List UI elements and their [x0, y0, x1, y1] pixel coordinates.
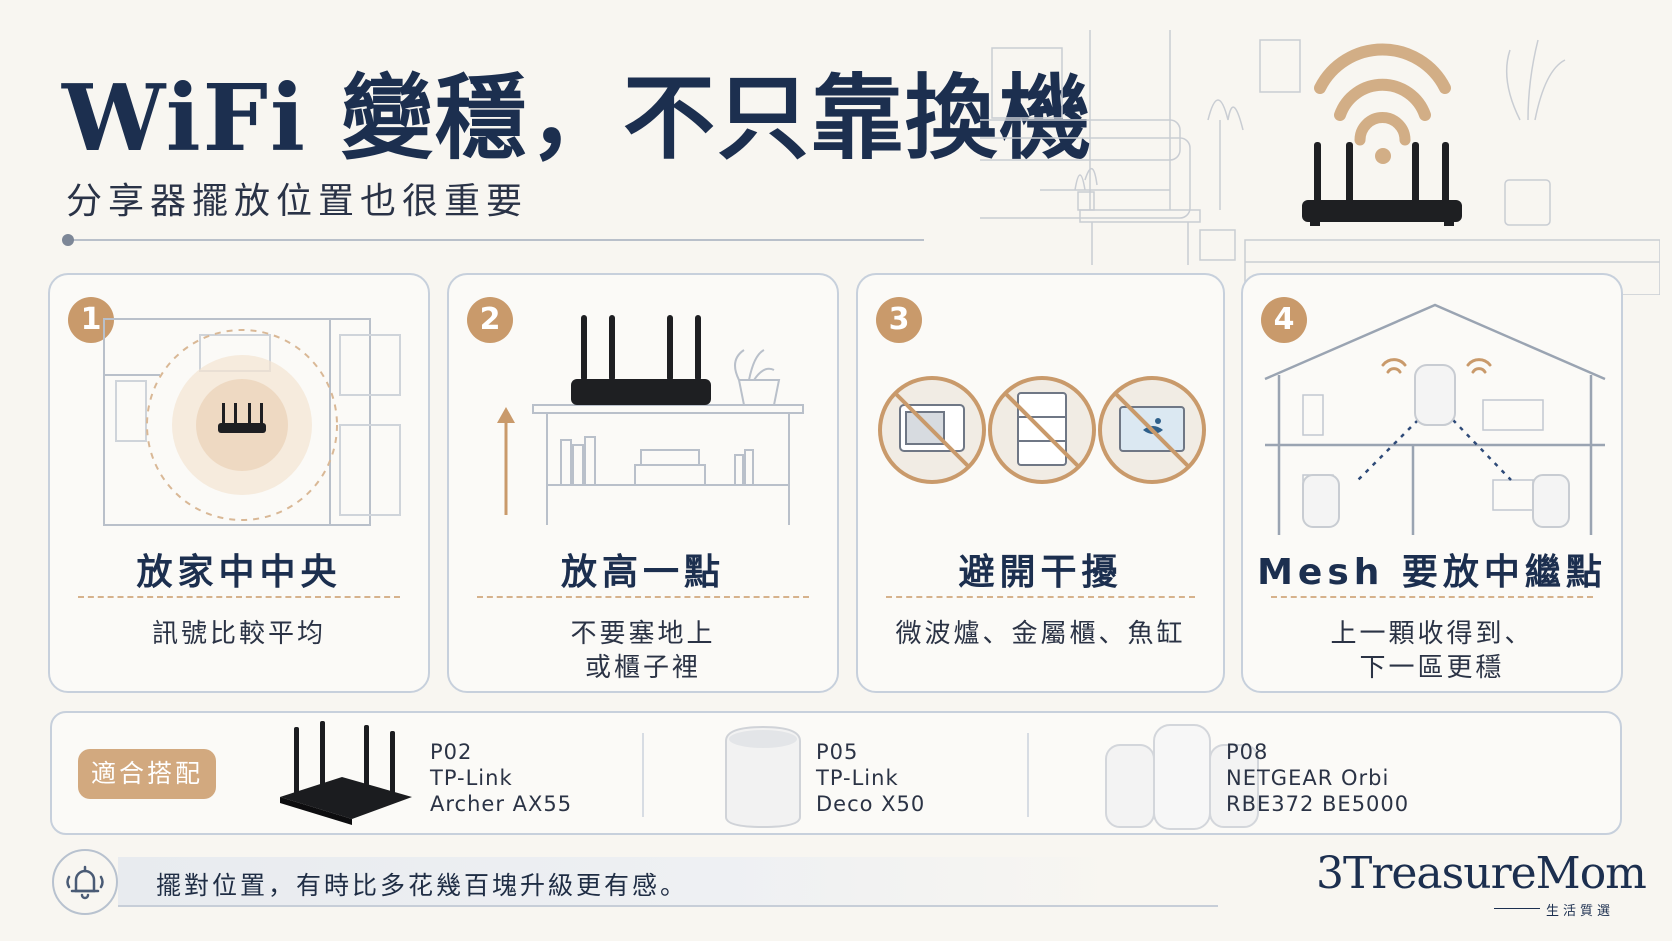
pairing-badge: 適合搭配 [78, 749, 216, 799]
card-description: 不要塞地上 或櫃子裡 [570, 619, 716, 683]
product-model: Archer AX55 [430, 792, 573, 816]
brand-logo: 3TreasureMom [1316, 848, 1647, 899]
product-info[interactable]: P05 TP-Link Deco X50 [816, 739, 925, 817]
product-code: P05 [816, 740, 859, 764]
product-code: P02 [430, 740, 473, 764]
mesh-house-illustration [1264, 303, 1606, 535]
step-number: 3 [876, 297, 922, 343]
floor-plan-illustration [103, 318, 401, 526]
product-model: RBE372 BE5000 [1226, 792, 1410, 816]
card-title: 放家中中央 [136, 552, 342, 593]
tip-card-interference: 3 避開干擾 微波爐、金屬櫃、魚缸 [856, 273, 1225, 693]
title-divider-dot [62, 234, 74, 246]
tip-underline [118, 905, 1218, 907]
shelf-router-illustration [497, 315, 804, 525]
tip-card-high: 2 放高一點 不要塞地上 或櫃子裡 [447, 273, 839, 693]
orbi-rbe372-system-image[interactable] [1102, 721, 1262, 833]
recommended-products: 適合搭配 P02 TP-Link Archer AX55 P05 TP-Link… [50, 711, 1622, 835]
brand-tagline: 生活質選 [1546, 904, 1615, 919]
product-info[interactable]: P08 NETGEAR Orbi RBE372 BE5000 [1226, 739, 1409, 817]
card-description: 訊號比較平均 [151, 619, 326, 649]
product-divider [1027, 733, 1029, 817]
product-model: Deco X50 [816, 792, 926, 816]
tip-card-mesh: 4 Mesh 要放中繼點 上一顆收得到、 下一區更穩 [1241, 273, 1623, 693]
bell-icon [52, 849, 118, 915]
card-description: 微波爐、金屬櫃、魚缸 [895, 619, 1186, 649]
step-number: 4 [1261, 297, 1307, 343]
card-description: 上一顆收得到、 下一區更穩 [1330, 619, 1534, 683]
interference-illustration [878, 376, 1206, 484]
product-brand: TP-Link [430, 766, 513, 790]
living-room-illustration [980, 30, 1660, 295]
card-title: 放高一點 [560, 552, 725, 593]
card-divider [78, 596, 400, 598]
card-divider [886, 596, 1195, 598]
deco-x50-unit-image[interactable] [716, 721, 811, 831]
card-title: Mesh 要放中繼點 [1257, 552, 1607, 593]
product-code: P08 [1226, 740, 1269, 764]
product-brand: NETGEAR Orbi [1226, 766, 1390, 790]
card-title: 避開干擾 [958, 552, 1123, 593]
page-title: WiFi 變穩，不只靠換機 [62, 64, 1093, 172]
product-divider [642, 733, 644, 817]
card-divider [1271, 596, 1593, 598]
title-divider [64, 239, 924, 241]
archer-ax55-router-image[interactable] [272, 719, 422, 829]
page-subtitle: 分享器擺放位置也很重要 [66, 181, 529, 222]
card-divider [477, 596, 809, 598]
product-info[interactable]: P02 TP-Link Archer AX55 [430, 739, 572, 817]
product-brand: TP-Link [816, 766, 899, 790]
tip-bar-background [118, 857, 1118, 907]
tip-text: 擺對位置，有時比多花幾百塊升級更有感。 [156, 871, 689, 900]
tip-card-center: 1 放家中中央 訊號比較平均 [48, 273, 430, 693]
step-number: 2 [467, 297, 513, 343]
brand-divider [1494, 908, 1540, 909]
